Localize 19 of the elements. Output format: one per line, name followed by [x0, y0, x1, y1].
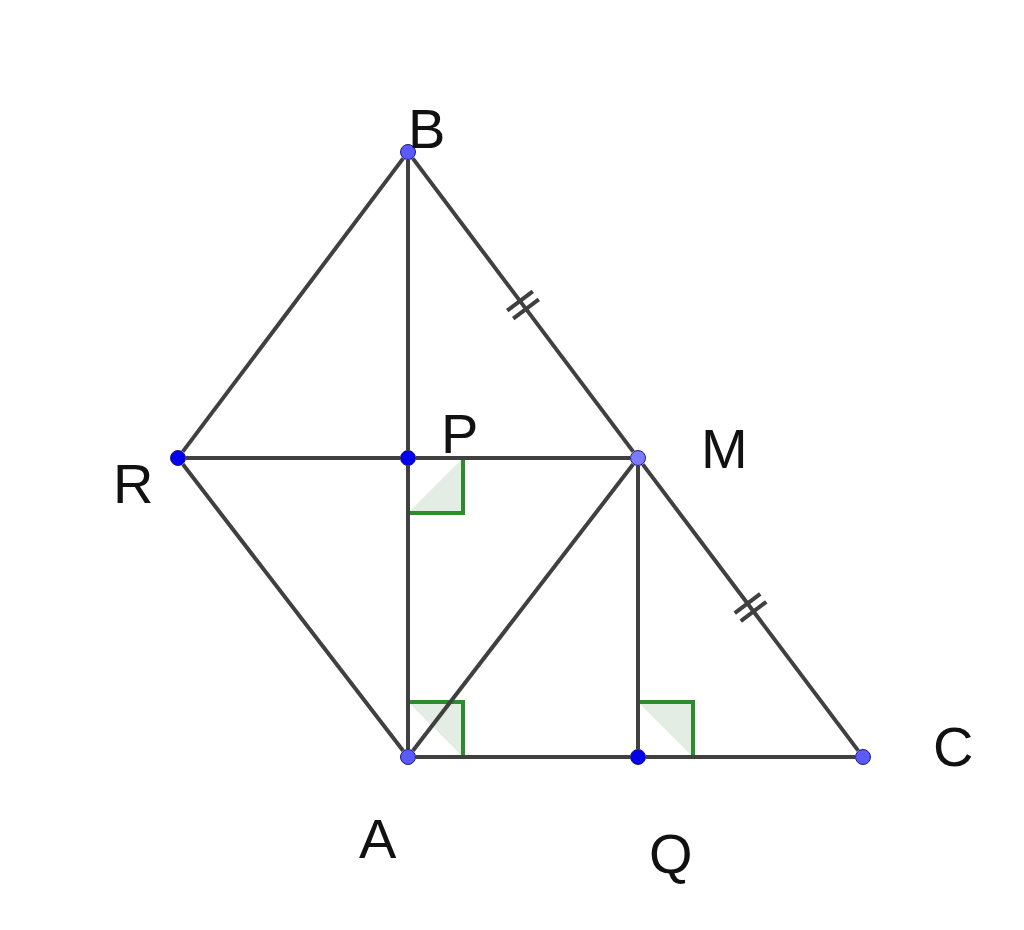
point-label: P — [441, 406, 479, 462]
line-segment — [406, 160, 410, 450]
line-segment — [411, 463, 635, 752]
line-segment — [406, 466, 410, 749]
line-segment — [416, 456, 630, 460]
line-segment — [641, 463, 860, 752]
point-label: C — [933, 719, 974, 775]
line-segment — [186, 456, 400, 460]
line-segment — [411, 157, 635, 453]
line-segment — [181, 463, 405, 752]
line-segment — [181, 157, 405, 453]
point-label: R — [113, 456, 154, 512]
line-segment — [646, 755, 855, 759]
point-label: A — [359, 811, 397, 867]
line-segment — [416, 755, 630, 759]
line-segment — [636, 466, 640, 749]
point-label: Q — [649, 826, 693, 882]
point-label: M — [701, 421, 748, 477]
point-label: B — [408, 101, 446, 157]
